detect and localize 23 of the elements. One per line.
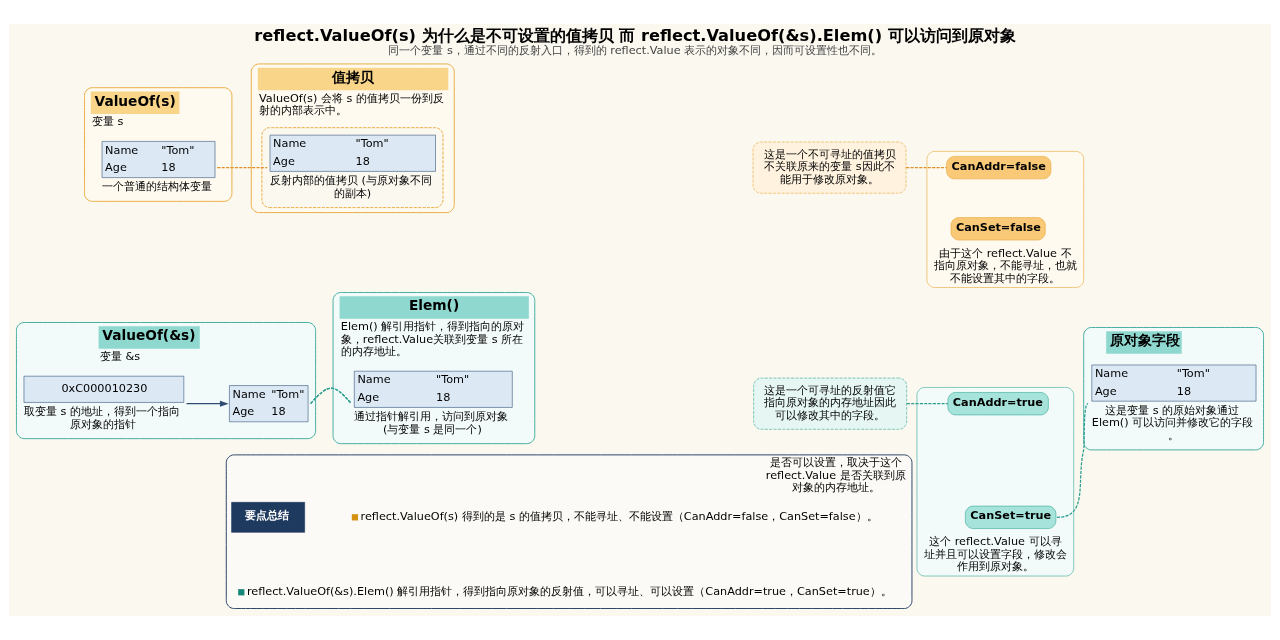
node-label: 取变量 s 的地址，得到一个指向原对象的指针: [23, 405, 180, 431]
diagram-title: reflect.ValueOf(s) 为什么是不可设置的值拷贝 而 reflect.ValueOf(&s).Elem() 可以访问到原对象: [254, 26, 1016, 46]
connector: [905, 167, 948, 169]
node-label: 这是变量 s 的原始对象通过 Elem() 可以访问并修改它的字段。: [1091, 403, 1254, 442]
node-box: CanSet=true: [965, 505, 1057, 529]
node-box: 这是一个不可寻址的值拷贝不关联原来的变量 s因此不能用于修改原对象。: [752, 141, 907, 194]
connector: [216, 167, 268, 169]
legend-label: reflect.ValueOf(s) 得到的是 s 的值拷贝，不能寻址、不能设置（CanAddr=false，CanSet=false）。: [360, 510, 878, 524]
node-label: 反射内部的值拷贝 (与原对象不同的副本): [270, 174, 432, 200]
caption: 同一个变量 s，通过不同的反射入口，得到的 reflect.Value 表示的对象不同，因而可设置性也不同。: [388, 43, 883, 57]
cluster: [261, 127, 444, 209]
connector: [309, 387, 353, 405]
node-box: 要点总结: [231, 502, 305, 533]
connector: [906, 403, 949, 405]
arrow: [185, 400, 229, 407]
node-box: CanAddr=false: [946, 156, 1052, 180]
connector: [1056, 403, 1089, 518]
node-label: 通过指针解引用，访问到原对象 (与变量 s 是同一个): [354, 410, 509, 436]
node-box: CanAddr=true: [947, 392, 1049, 416]
node-box: 这是一个可寻址的反射值它指向原对象的内存地址因此可以修改其中的字段。: [753, 377, 907, 430]
node-box: CanSet=false: [950, 217, 1046, 241]
node-label: 一个普通的结构体变量: [102, 180, 213, 194]
legend-label: reflect.ValueOf(&s).Elem() 解引用指针，得到指向原对象的反射值，可以寻址、可以设置（CanAddr=true，CanSet=true）。: [246, 585, 892, 599]
